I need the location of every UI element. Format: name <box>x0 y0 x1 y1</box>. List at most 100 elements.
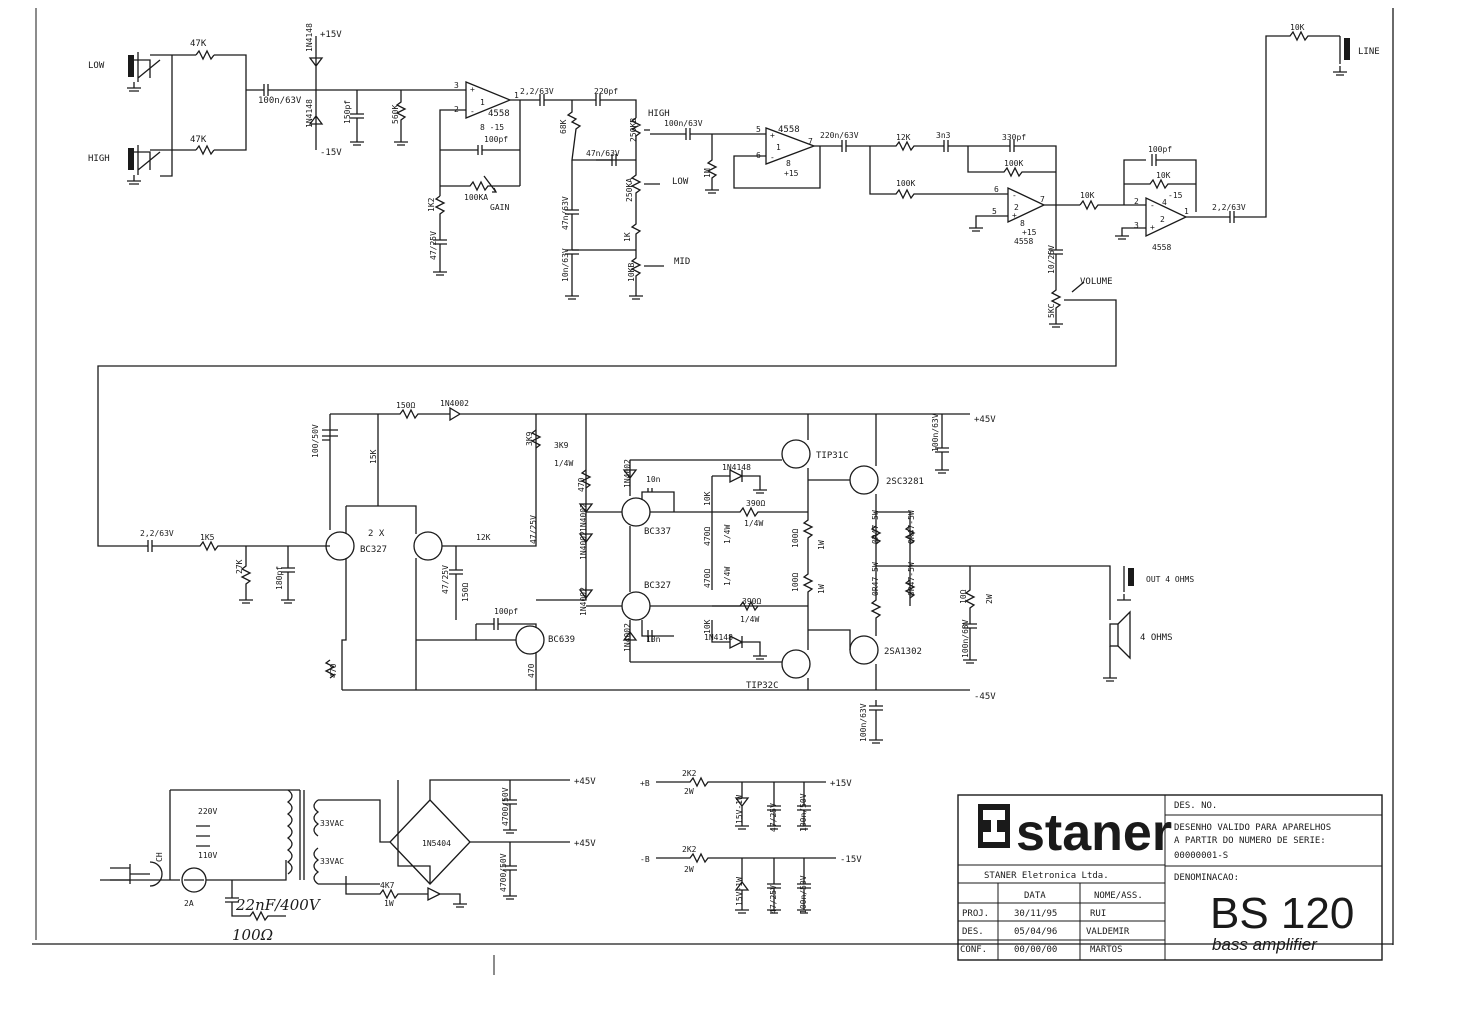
res-150b-label: 150Ω <box>461 583 470 602</box>
input-resistors <box>195 49 215 156</box>
re-top-left-label: 0R47-5W <box>871 510 880 544</box>
cap-4700-bottom-label: 4700/50V <box>499 853 508 892</box>
diff-pair-label: BC327 <box>360 545 387 555</box>
emitter-resistors <box>870 525 916 599</box>
mains-plug <box>110 861 163 887</box>
cap-47-25-label: 47/25V <box>429 231 438 260</box>
q-2sa1302 <box>849 635 879 665</box>
res-390-top-w-label: 1/4W <box>744 519 763 528</box>
diff-pair-wiring <box>322 414 537 690</box>
cap-47n-label: 47n/63V <box>586 149 620 158</box>
coupling-cap <box>246 84 457 96</box>
res-3k9-v-label: 3K9 <box>525 431 534 446</box>
gain-leg <box>433 195 447 276</box>
col-data-header: DATA <box>1024 891 1046 901</box>
q-bc639-label: BC639 <box>548 635 575 645</box>
diode-bottom-label: 1N4148 <box>305 99 314 128</box>
u2-input <box>650 128 760 194</box>
model-subtitle: bass amplifier <box>1212 935 1318 954</box>
cap-100p-amp-label: 100pf <box>494 607 518 616</box>
u4-fb-res-label: 10K <box>1156 171 1171 180</box>
cap-10n-bottom-label: 10n <box>646 635 661 644</box>
rail-pos-15-label: +15V <box>320 30 342 40</box>
res-1w-bottom-out-label: 1W <box>817 584 826 594</box>
u2-supply-label: +15 <box>784 169 799 178</box>
preamp-section: LOW HIGH 47K 47K 100n/63V +15V -15V 1N41… <box>88 23 1380 547</box>
tone-pots <box>629 117 643 300</box>
cap-47-25-bias-label: 47/25V <box>529 515 538 544</box>
u1-plus: + <box>470 85 475 94</box>
u2-pin7: 7 <box>808 137 813 146</box>
row-conf-role: CONF. <box>960 945 987 955</box>
speaker <box>1103 610 1131 682</box>
u3-pin6: 6 <box>994 185 999 194</box>
clamp-diodes <box>308 36 324 150</box>
line-out-path <box>1229 30 1340 223</box>
amp-in-cap-label: 2,2/63V <box>140 529 174 538</box>
res-560k <box>394 90 408 146</box>
input-resistor-low-label: 47K <box>190 39 207 49</box>
u3-feedback <box>967 140 1057 204</box>
bias-spreaders <box>711 468 808 660</box>
output-stage-wiring <box>630 414 911 744</box>
gain-pot-label: GAIN <box>490 203 509 212</box>
q-2sc3281-label: 2SC3281 <box>886 477 924 487</box>
opamp-u3 <box>1007 186 1046 224</box>
q-tip31c <box>781 439 811 469</box>
q-tip32c <box>781 649 811 679</box>
u4-pin3: 3 <box>1134 221 1139 230</box>
volume-label: VOLUME <box>1080 277 1113 287</box>
u3-plus: + <box>1012 211 1017 220</box>
reg-res-pos-label: 2K2 <box>682 769 697 778</box>
q-bc337 <box>621 497 651 527</box>
cap-180p-label: 180pf <box>275 566 284 590</box>
res-390-bottom-label: 390Ω <box>742 597 761 606</box>
coupling-cap-label: 100n/63V <box>258 96 302 106</box>
res-1k5-label: 1K5 <box>200 533 215 542</box>
reg-in-neg-label: -B <box>640 855 650 864</box>
diode-bias-2-label: 1N4002 <box>579 531 588 560</box>
high-pot-label: 250KB <box>629 118 638 142</box>
u2-pin1: 1 <box>776 143 781 152</box>
row-des-name: VALDEMIR <box>1086 927 1130 937</box>
u4-fb-cap-label: 100pf <box>1148 145 1172 154</box>
psu-section: 2A CH 220V 110V 22nF/400V 100Ω 33VAC 33V… <box>100 769 862 944</box>
diode-1n4148-top-label: 1N4148 <box>722 463 751 472</box>
res-470-tail <box>324 659 336 679</box>
cap-150p <box>350 90 364 146</box>
u2-plus: + <box>770 131 775 140</box>
snubber-cap-label: 22nF/400V <box>235 896 322 914</box>
diode-top-label: 1N4148 <box>305 23 314 52</box>
cap-4700-top-label: 4700/50V <box>501 787 510 826</box>
cap-47-25-amp-label: 47/25V <box>441 565 450 594</box>
output-node-zobel <box>876 565 1111 664</box>
row-proj-name: RUI <box>1090 909 1106 919</box>
u4-minus: - <box>1150 201 1155 210</box>
res-10-label: 10Ω <box>959 589 968 604</box>
line-res-label: 10K <box>1290 23 1305 32</box>
cap-10n-label: 10n/63V <box>561 248 570 282</box>
q-diff-left <box>325 531 355 561</box>
input-jack-low <box>127 52 161 92</box>
res-100-top-label: 100Ω <box>791 529 800 548</box>
u1-pin-1: 1 <box>480 98 485 107</box>
re-top-right-label: 0R47-5W <box>907 510 916 544</box>
output-jack-label: OUT 4 OHMS <box>1146 575 1194 584</box>
v220-label: 220V <box>198 807 217 816</box>
res-390-bottom-w-label: 1/4W <box>740 615 759 624</box>
v110-label: 110V <box>198 851 217 860</box>
res-w-bottom-label: 1/4W <box>723 567 732 586</box>
cap-47-25-neg-label: 47/25V <box>769 885 778 914</box>
cap-47-25-pos-label: 47/25V <box>769 803 778 832</box>
switch-label: CH <box>155 852 164 862</box>
company-name: STANER Eletronica Ltda. <box>984 871 1109 881</box>
bridge-label: 1N5404 <box>422 839 451 848</box>
res-470b-bottom-label: 470Ω <box>703 569 712 588</box>
title-block-frame <box>957 794 1383 961</box>
u3-pin5: 5 <box>992 207 997 216</box>
row-proj-date: 30/11/95 <box>1014 909 1057 919</box>
cap-100n-neg-reg-label: 100n/50V <box>799 875 808 914</box>
u1-fb-cap-label: 100pf <box>484 135 508 144</box>
res-12k-label: 12K <box>896 133 911 142</box>
